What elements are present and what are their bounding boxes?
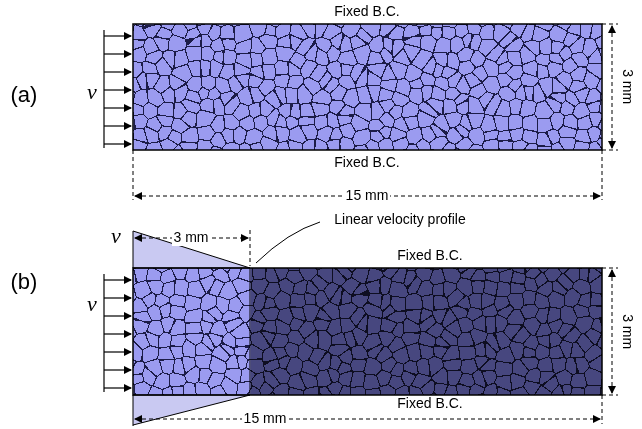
velocity-symbol: v <box>85 80 99 104</box>
dimension-lines <box>133 230 618 426</box>
velocity-profile <box>133 231 250 268</box>
annotation-label: 15 mm <box>242 411 289 426</box>
dimension-label: 3 mm <box>619 67 634 106</box>
annotation-label: 15 mm <box>344 188 391 203</box>
domain-outline <box>133 24 602 150</box>
velocity-arrows <box>104 36 131 144</box>
velocity-arrows <box>104 280 131 388</box>
dimension-label: 3 mm <box>619 312 634 351</box>
velocity-profile <box>133 395 250 425</box>
velocity-symbol: v <box>85 292 99 316</box>
annotation-label: (b) <box>9 270 40 294</box>
domain-outline <box>133 268 602 395</box>
velocity-symbol: v <box>109 224 123 248</box>
annotation-label: Linear velocity profile <box>332 212 468 227</box>
leader-line <box>256 222 320 263</box>
dimension-lines <box>133 24 618 200</box>
annotation-label: 3 mm <box>172 230 211 245</box>
annotation-label: Fixed B.C. <box>395 396 464 411</box>
annotation-label: Fixed B.C. <box>395 248 464 263</box>
annotation-label: (a) <box>9 83 40 107</box>
annotation-label: Fixed B.C. <box>332 155 401 170</box>
annotation-label: Fixed B.C. <box>332 4 401 19</box>
